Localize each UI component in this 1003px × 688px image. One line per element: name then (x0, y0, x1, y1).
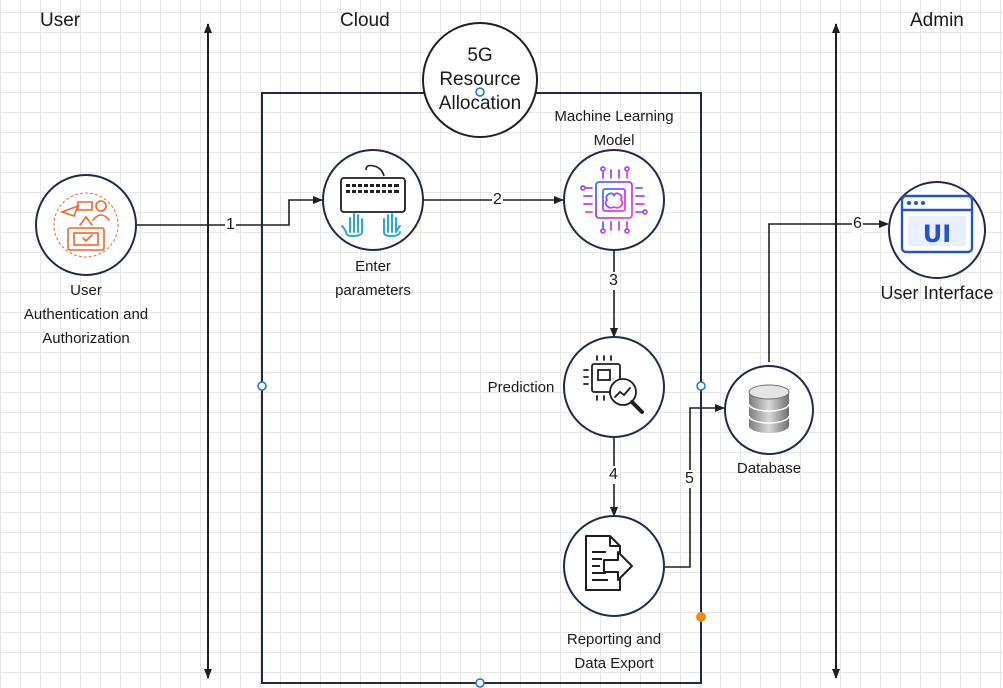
step-label-5: 5 (684, 470, 695, 488)
title-label: 5G Resource Allocation (430, 44, 530, 116)
ml-node[interactable] (563, 149, 665, 251)
connector-1 (136, 196, 323, 226)
ui-window-icon: UI (900, 194, 974, 254)
step-label-6: 6 (852, 215, 863, 233)
database-node[interactable] (724, 365, 814, 455)
zone-label-cloud: Cloud (340, 10, 390, 31)
reporting-label-line-1: Reporting and (566, 631, 662, 648)
enter-label-line-1: Enter (355, 258, 391, 275)
step-label-3: 3 (608, 272, 619, 290)
reporting-label-line-2: Data Export (574, 655, 654, 672)
ml-label-line-2: Model (593, 132, 635, 149)
title-line-2: Resource (439, 69, 521, 90)
step-label-2: 2 (492, 191, 503, 209)
enter-label: Enter parameters (313, 255, 433, 303)
ml-label: Machine Learning Model (544, 105, 684, 153)
reporting-node[interactable] (563, 515, 665, 617)
prediction-node[interactable] (563, 336, 665, 438)
selection-handles[interactable] (257, 87, 706, 688)
user-auth-icon (53, 192, 119, 258)
auth-label: User Authentication and Authorization (6, 279, 166, 351)
step-label-1: 1 (225, 216, 236, 234)
ui-node[interactable]: UI (888, 181, 986, 279)
auth-label-line-3: Authorization (42, 330, 130, 347)
ui-icon-text: UI (923, 220, 951, 248)
database-label: Database (736, 460, 802, 477)
keyboard-hands-icon (340, 164, 406, 238)
chip-analytics-magnifier-icon (583, 355, 644, 414)
title-circle[interactable] (422, 22, 538, 138)
reporting-label: Reporting and Data Export (546, 628, 682, 676)
step-label-4: 4 (608, 466, 619, 484)
zone-label-user: User (40, 10, 81, 31)
handle-bottom[interactable] (475, 678, 485, 688)
document-export-icon (585, 535, 633, 591)
ml-label-line-1: Machine Learning (554, 108, 674, 125)
prediction-label: Prediction (487, 379, 555, 396)
auth-circle (35, 174, 137, 276)
auth-label-line-1: User (70, 282, 102, 299)
handle-right[interactable] (696, 381, 706, 391)
enter-circle (322, 149, 424, 251)
database-icon (748, 384, 790, 433)
zone-label-admin: Admin (910, 10, 964, 31)
auth-node[interactable] (35, 174, 137, 276)
ai-chip-brain-icon (580, 166, 648, 234)
title-line-1: 5G (467, 45, 493, 66)
auth-label-line-2: Authentication and (23, 306, 149, 323)
resize-handle[interactable] (696, 612, 706, 622)
handle-left[interactable] (257, 381, 267, 391)
enter-label-line-2: parameters (335, 282, 411, 299)
title-line-3: Allocation (438, 93, 522, 114)
ui-label: User Interface (880, 283, 994, 303)
connector-6 (768, 220, 889, 362)
enter-node[interactable] (322, 149, 424, 251)
handle-top[interactable] (475, 87, 485, 97)
